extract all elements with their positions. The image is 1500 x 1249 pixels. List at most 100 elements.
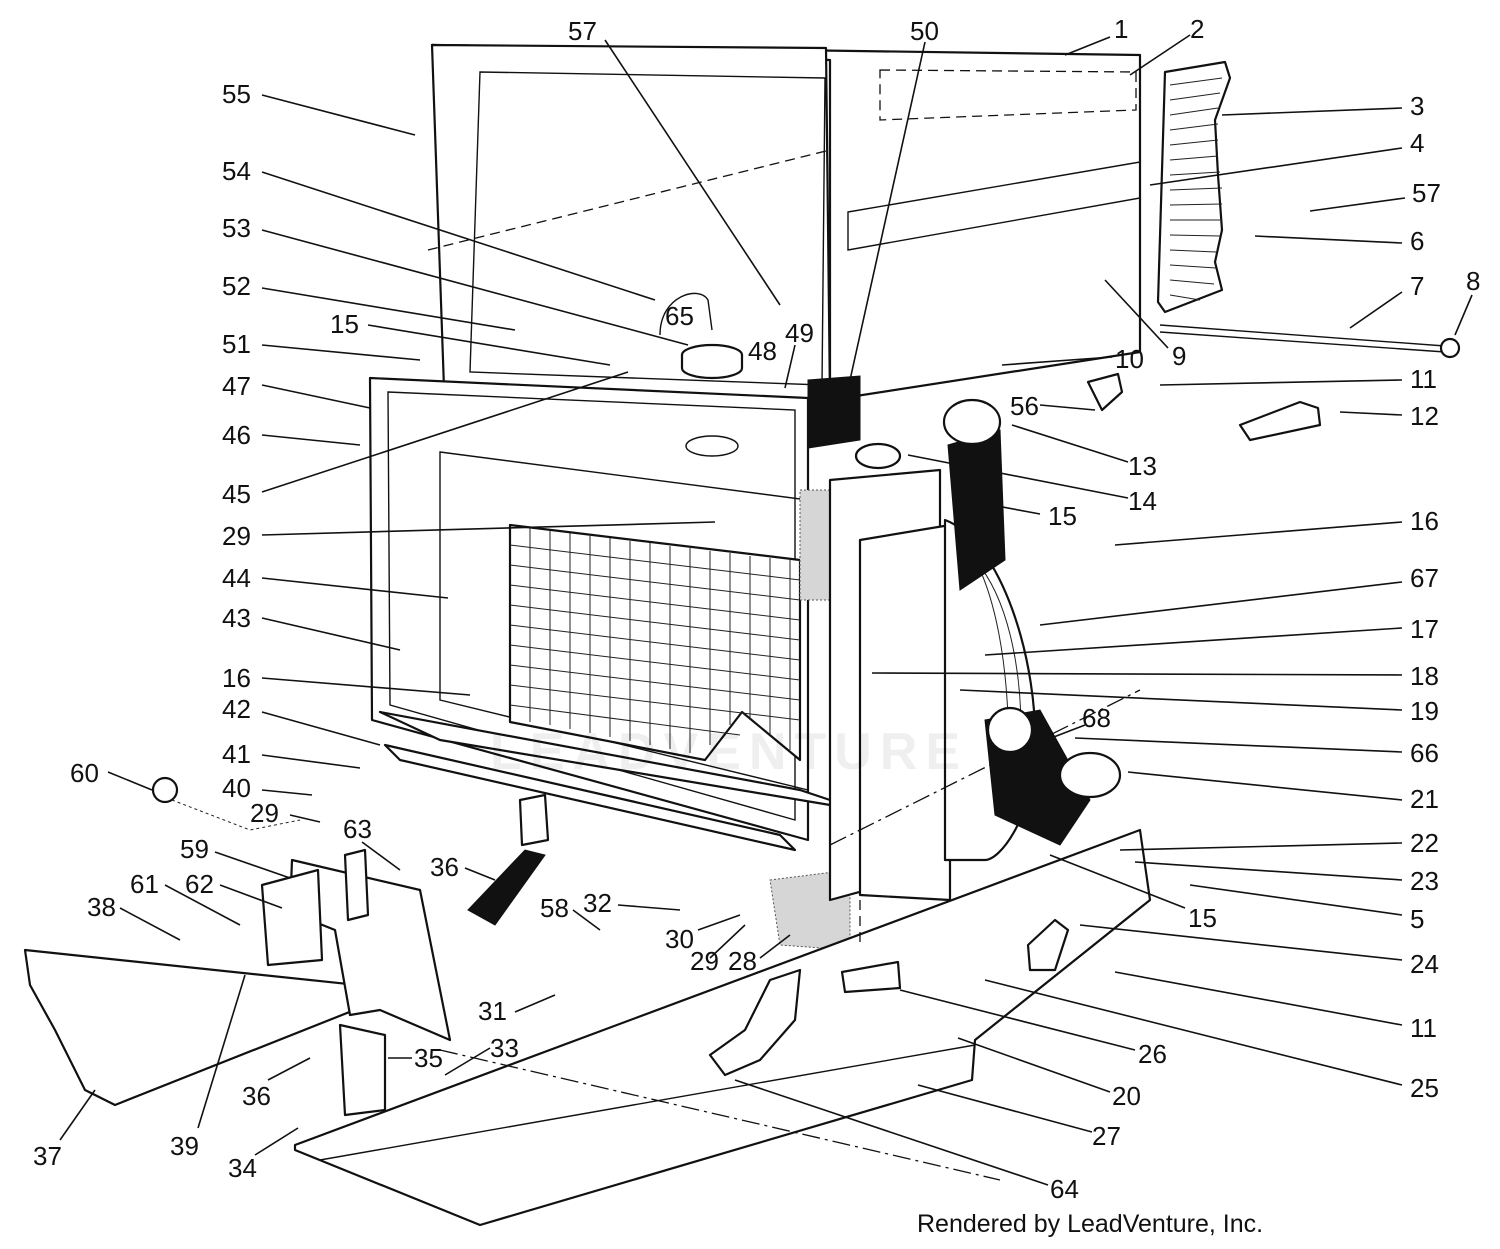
callout-numbers: 1 2 3 4 57 6 7 8 9 10 11 12 13 14 15 16 … [33,14,1480,1204]
callout-label: 31 [478,996,507,1026]
leader-55 [261,94,416,136]
callout-label: 17 [1410,614,1439,644]
callout-label: 46 [222,420,251,450]
callout-label: 18 [1410,661,1439,691]
callout-label: 25 [1410,1073,1439,1103]
credit-line: Rendered by LeadVenture, Inc. [917,1210,1264,1238]
leader-44 [261,577,449,599]
leader-61 [164,884,241,926]
centerline-2 [829,689,1141,846]
leader-16 [1114,521,1403,546]
decal-outline-side [847,161,1141,251]
fan-hub [986,706,1034,754]
leader-18 [871,672,1403,676]
leader-15-left [367,324,611,366]
callout-label: 19 [1410,696,1439,726]
latch-assembly [1026,918,1070,972]
callout-label: 32 [583,888,612,918]
callout-label: 21 [1410,784,1439,814]
leader-45 [261,371,629,493]
leader-11-lower [1114,971,1403,1026]
leader-15-lower [1049,854,1186,909]
watermark: LEADVENTURE [490,723,969,781]
leader-26 [899,989,1136,1051]
frame-artwork [23,149,1152,1227]
leader-1 [1064,36,1111,56]
leader-59 [214,851,291,879]
callout-label: 48 [748,336,777,366]
leader-34 [254,1127,299,1156]
leader-62 [219,884,283,909]
callout-label: 36 [242,1081,271,1111]
callout-label: 40 [222,773,251,803]
callout-label: 49 [785,318,814,348]
hose-fitting [518,793,550,847]
leader-27 [917,1084,1093,1133]
hood-rod [1159,324,1446,353]
leader-30 [697,914,741,931]
leader-46 [261,434,361,446]
leader-17 [984,627,1403,656]
leader-39 [197,974,246,1129]
hinge-lower-plate [338,1023,387,1117]
callout-label: 11 [1410,364,1437,394]
leader-56 [1039,404,1096,411]
radiator-hose-left [467,849,546,926]
leader-40 [261,789,313,796]
callout-label: 68 [1082,703,1111,733]
leader-8 [1454,294,1473,336]
callout-label: 43 [222,603,251,633]
leader-29-left [289,814,321,823]
callout-label: 4 [1410,128,1424,158]
leader-13 [1011,424,1129,463]
leader-14 [907,454,1129,499]
leader-28 [759,934,791,959]
callout-label: 5 [1410,904,1424,934]
callout-label: 57 [1412,178,1441,208]
callout-label: 22 [1410,828,1439,858]
callout-label: 61 [130,869,159,899]
coolant-tube [708,968,802,1077]
callout-label: 7 [1410,271,1424,301]
leader-41 [261,754,361,769]
callout-label: 2 [1190,14,1204,44]
leader-68 [1045,724,1086,741]
callout-label: 45 [222,479,251,509]
callout-label: 34 [228,1153,257,1183]
callout-label: 29 [690,946,719,976]
callout-leader-lines [59,34,1473,1186]
hood-artwork [430,43,1461,449]
leader-53 [261,229,689,346]
callout-label: 28 [728,946,757,976]
leader-57-right [1309,197,1406,212]
leader-63 [361,841,401,871]
leader-67 [1039,581,1403,626]
callout-label: 53 [222,213,251,243]
callout-label: 60 [70,758,99,788]
callout-label: 62 [185,869,214,899]
callout-label: 12 [1410,401,1439,431]
side-grille [1156,60,1232,314]
callout-label: 15 [1048,501,1077,531]
block-bumper [840,960,902,994]
leader-4 [1149,147,1403,186]
leader-33 [444,1047,491,1076]
leader-7 [1349,291,1403,329]
lower-hose-end [1058,751,1122,799]
leader-60 [107,771,153,791]
callout-label: 16 [1410,506,1439,536]
leader-19 [959,689,1403,711]
callout-label: 26 [1138,1039,1167,1069]
callout-label: 56 [1010,391,1039,421]
leader-20 [957,1037,1111,1093]
leader-32 [617,904,681,911]
shroud-opening [439,451,809,791]
callout-label: 1 [1114,14,1128,44]
callout-label: 13 [1128,451,1157,481]
callout-label: 30 [665,924,694,954]
hinge-bracket-left [260,868,324,967]
callout-label: 44 [222,563,251,593]
leader-9 [1104,279,1169,349]
callout-label: 3 [1410,91,1424,121]
